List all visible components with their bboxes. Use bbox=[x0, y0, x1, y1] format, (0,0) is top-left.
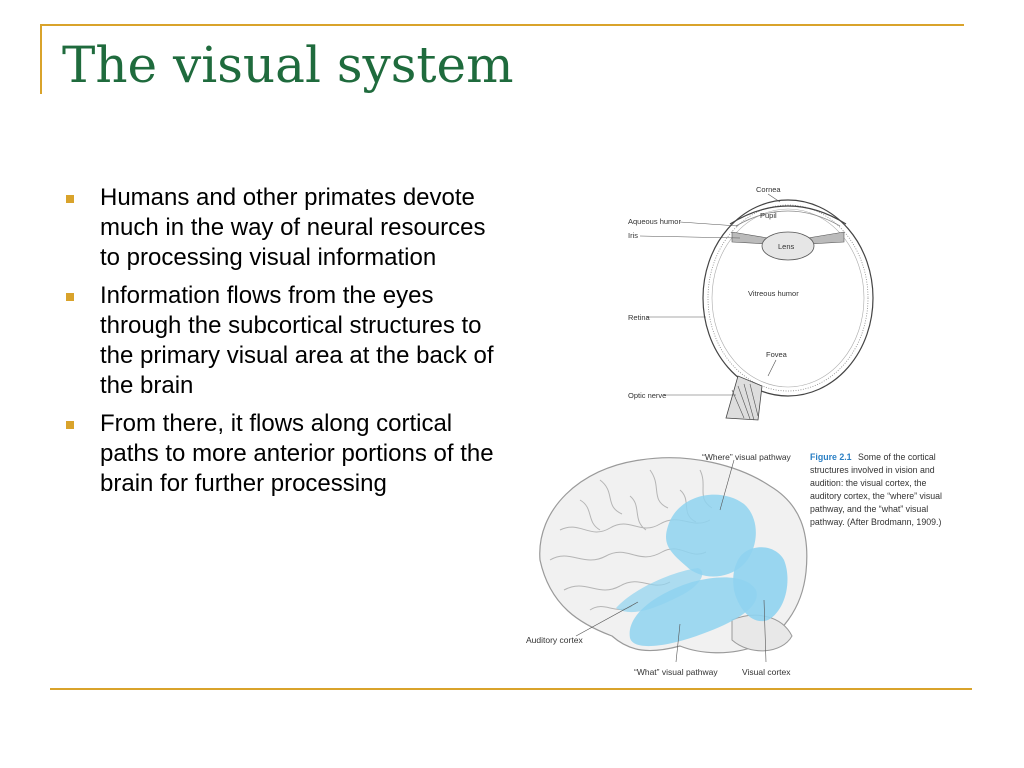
aqueous-humor-label: Aqueous humor bbox=[628, 217, 681, 226]
where-leader bbox=[719, 459, 735, 511]
visual-cortex-leader bbox=[763, 599, 767, 663]
inner-layer bbox=[711, 208, 865, 388]
eyeball-outline bbox=[702, 199, 874, 397]
what-pathway-region bbox=[629, 577, 757, 647]
caption-line: pathway, and the “what” visual bbox=[810, 504, 928, 514]
cornea-label: Cornea bbox=[756, 185, 781, 194]
caption-line: auditory cortex, the “where” visual bbox=[810, 491, 942, 501]
cornea-shape bbox=[729, 205, 847, 225]
aqueous-leader bbox=[679, 221, 739, 227]
where-pathway-region bbox=[666, 494, 756, 577]
slide-title: The visual system bbox=[62, 36, 514, 94]
bullet-item: Information flows from the eyes through … bbox=[60, 281, 510, 401]
fovea-leader bbox=[767, 359, 777, 377]
auditory-cortex-region bbox=[616, 568, 703, 613]
optic-nerve-label: Optic nerve bbox=[628, 391, 666, 400]
auditory-cortex-label: Auditory cortex bbox=[526, 635, 583, 645]
iris-label: Iris bbox=[628, 231, 638, 240]
optic-nerve-shape bbox=[725, 375, 763, 421]
bullet-text: Information flows from the eyes through … bbox=[100, 282, 494, 399]
frame-bottom-rule bbox=[50, 688, 972, 690]
cornea-leader bbox=[767, 193, 781, 203]
eye-diagram: Cornea Pupil Aqueous humor Iris Lens Vit… bbox=[628, 185, 874, 421]
brain-diagram: “Where” visual pathway Auditory cortex “… bbox=[526, 452, 944, 677]
lens-label: Lens bbox=[778, 242, 795, 251]
lens-shape bbox=[761, 231, 815, 261]
bullet-text: Humans and other primates devote much in… bbox=[100, 184, 486, 271]
auditory-leader bbox=[575, 601, 639, 637]
caption-line: structures involved in vision and bbox=[810, 465, 935, 475]
iris-leader bbox=[639, 235, 741, 239]
square-bullet-icon bbox=[66, 421, 74, 429]
retina-layer bbox=[707, 204, 869, 392]
bullet-list: Humans and other primates devote much in… bbox=[60, 183, 510, 507]
bullet-item: Humans and other primates devote much in… bbox=[60, 183, 510, 273]
frame-top-rule bbox=[40, 24, 964, 26]
aqueous-boundary bbox=[735, 210, 841, 227]
caption-line: Some of the cortical bbox=[858, 452, 936, 462]
caption-line: pathway. (After Brodmann, 1909.) bbox=[810, 517, 941, 527]
fovea-label: Fovea bbox=[766, 350, 788, 359]
pupil-label: Pupil bbox=[760, 211, 777, 220]
bullet-item: From there, it flows along cortical path… bbox=[60, 409, 510, 499]
bullet-text: From there, it flows along cortical path… bbox=[100, 410, 494, 497]
visual-cortex-label: Visual cortex bbox=[742, 667, 791, 677]
square-bullet-icon bbox=[66, 195, 74, 203]
caption-line: audition: the visual cortex, the bbox=[810, 478, 926, 488]
optic-nerve-fibers bbox=[731, 383, 759, 421]
visual-cortex-region bbox=[733, 547, 788, 622]
what-pathway-label: “What” visual pathway bbox=[634, 667, 718, 677]
square-bullet-icon bbox=[66, 293, 74, 301]
vitreous-humor-label: Vitreous humor bbox=[748, 289, 799, 298]
retina-label: Retina bbox=[628, 313, 651, 322]
frame-left-rule bbox=[40, 24, 42, 94]
figure-number: Figure 2.1 bbox=[810, 452, 852, 462]
figure-caption: Figure 2.1 Some of the cortical structur… bbox=[810, 452, 944, 527]
what-leader bbox=[675, 623, 681, 663]
where-pathway-label: “Where” visual pathway bbox=[702, 452, 792, 462]
